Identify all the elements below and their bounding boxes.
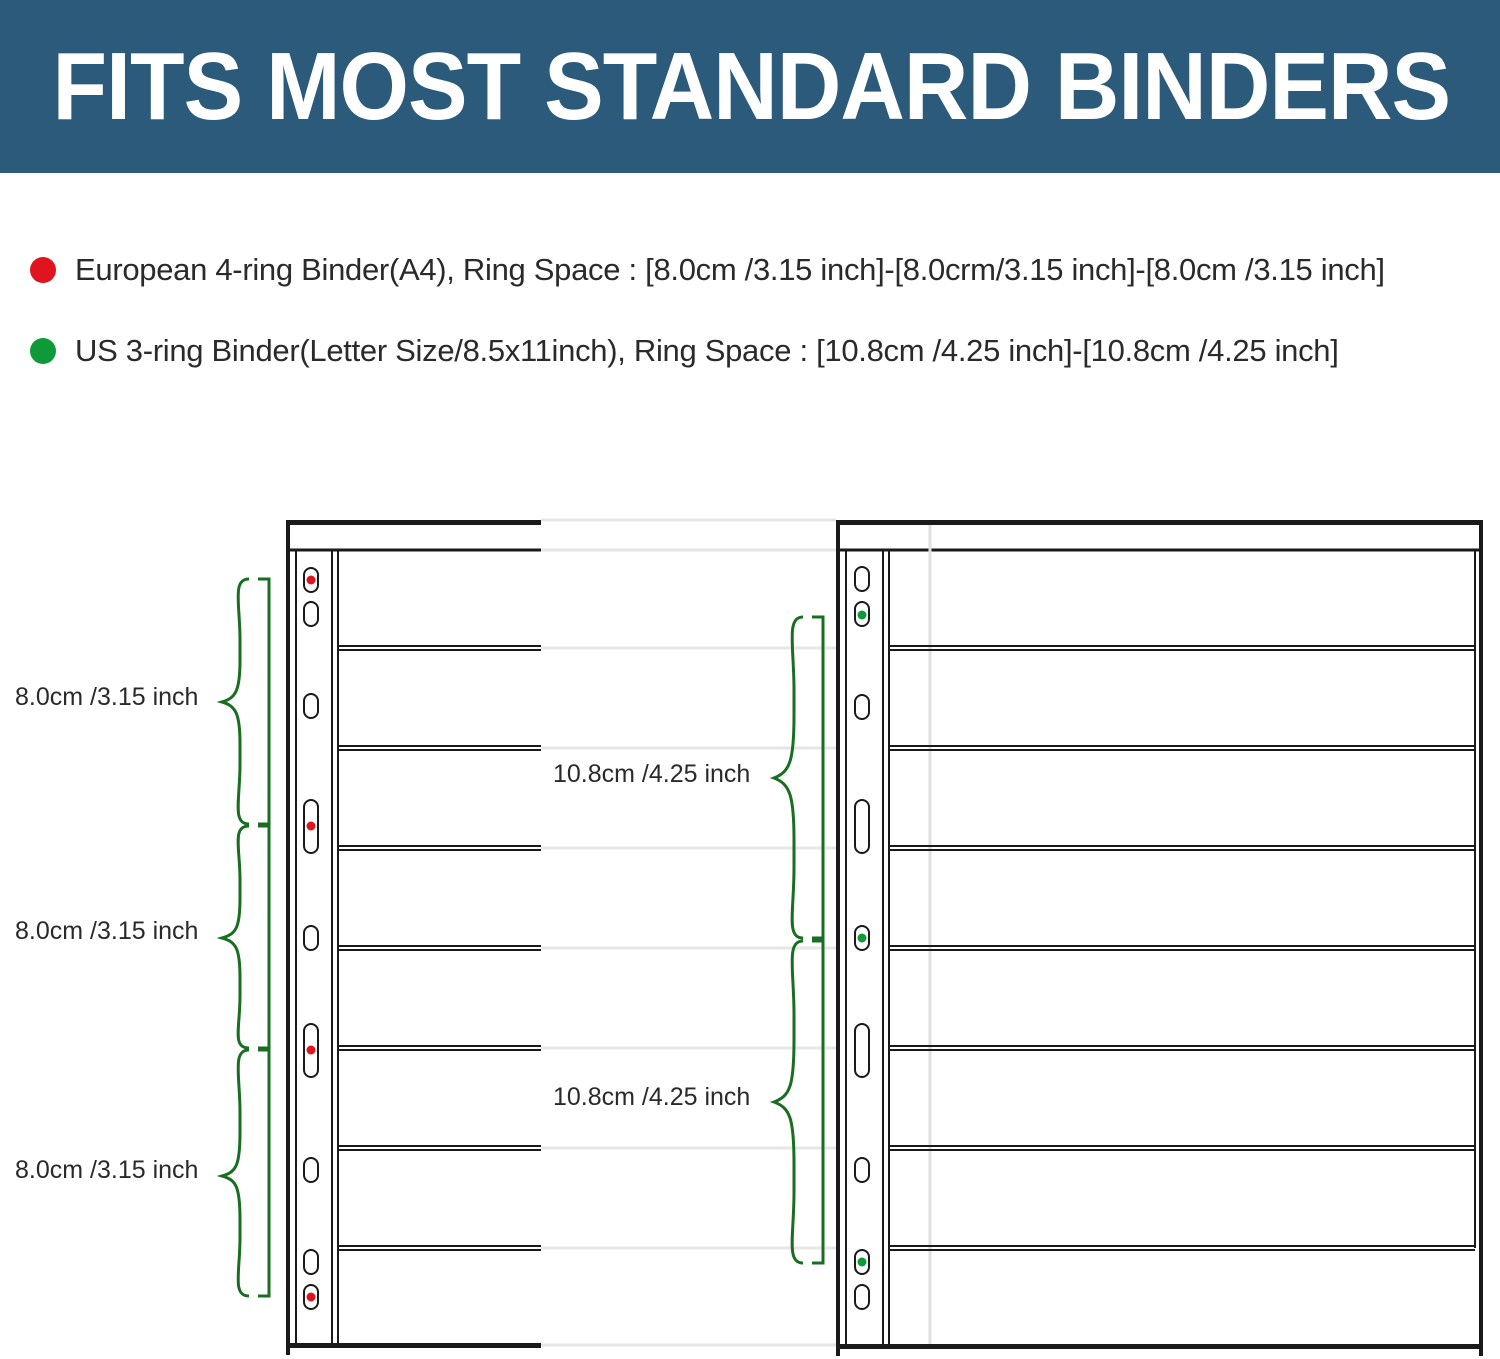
punch-hole-icon (303, 601, 319, 627)
punch-hole-icon (303, 1157, 319, 1183)
header-banner: FITS MOST STANDARD BINDERS (0, 0, 1500, 173)
green-ring-marker-icon (857, 1257, 867, 1267)
european-bracket-1 (216, 577, 271, 826)
legend-item-european: European 4-ring Binder(A4), Ring Space :… (30, 250, 1385, 290)
us-spacing-label-2: 10.8cm /4.25 inch (553, 1083, 751, 1111)
green-ring-marker-icon (857, 610, 867, 620)
european-bracket-3 (216, 1048, 271, 1298)
us-bracket-2 (769, 939, 825, 1265)
european-bracket-2 (216, 824, 271, 1050)
red-ring-marker-icon (306, 1292, 316, 1302)
red-ring-marker-icon (306, 821, 316, 831)
page-title: FITS MOST STANDARD BINDERS (52, 33, 1452, 140)
punch-hole-icon (854, 1157, 870, 1183)
punch-hole-icon (303, 693, 319, 719)
us-spacing-label-1: 10.8cm /4.25 inch (553, 760, 751, 788)
middle-gap (541, 518, 836, 1347)
punch-hole-icon (854, 694, 870, 720)
us-sheet (836, 520, 1483, 1356)
red-ring-marker-icon (306, 575, 316, 585)
red-ring-marker-icon (306, 1045, 316, 1055)
us-ring-markers (857, 610, 867, 1267)
european-spacing-brackets (216, 577, 271, 1298)
punch-hole-icon (854, 566, 870, 592)
us-bracket-1 (769, 615, 825, 940)
european-sheet (286, 520, 541, 1355)
green-dot-icon (30, 338, 56, 364)
legend-label-us: US 3-ring Binder(Letter Size/8.5x11inch)… (75, 333, 1339, 368)
legend-item-us: US 3-ring Binder(Letter Size/8.5x11inch)… (30, 331, 1339, 371)
punch-hole-icon (303, 1249, 319, 1275)
european-spacing-label-1: 8.0cm /3.15 inch (15, 683, 199, 711)
punch-hole-icon (854, 799, 870, 854)
punch-hole-icon (854, 1284, 870, 1310)
punch-hole-icon (854, 1023, 870, 1078)
european-spacing-label-2: 8.0cm /3.15 inch (15, 917, 199, 945)
legend-label-european: European 4-ring Binder(A4), Ring Space :… (75, 252, 1385, 287)
european-punch-holes (303, 567, 319, 1310)
european-ring-markers (306, 575, 316, 1302)
us-punch-holes (854, 566, 870, 1310)
us-spacing-brackets (769, 615, 825, 1265)
green-ring-marker-icon (857, 933, 867, 943)
punch-hole-icon (303, 925, 319, 951)
red-dot-icon (30, 257, 56, 283)
european-spacing-label-3: 8.0cm /3.15 inch (15, 1156, 199, 1184)
